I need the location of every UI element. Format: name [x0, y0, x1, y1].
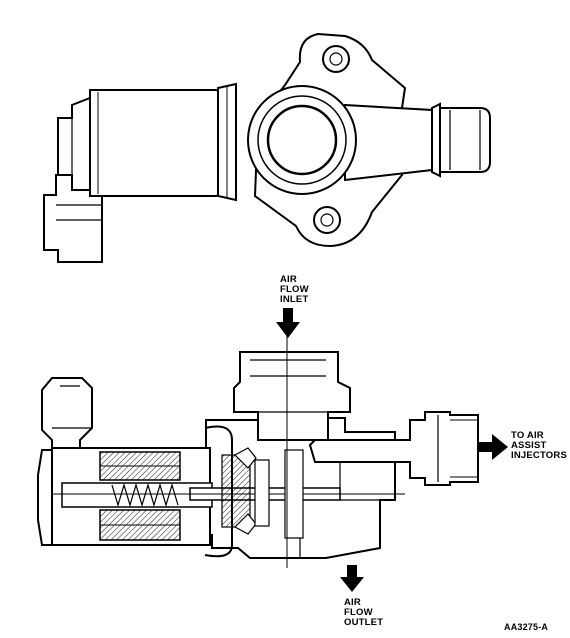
arrow-right-icon [478, 434, 508, 460]
injectors-label: TO AIR ASSIST INJECTORS [511, 430, 567, 461]
figure-code: AA3275-A [504, 622, 549, 632]
valve-top-view [43, 32, 491, 263]
valve-cross-section [37, 351, 479, 559]
inlet-label: AIR FLOW INLET [280, 274, 309, 305]
arrow-down-icon [340, 565, 364, 592]
outlet-label: AIR FLOW OUTLET [344, 597, 384, 628]
arrow-down-icon [276, 308, 300, 338]
